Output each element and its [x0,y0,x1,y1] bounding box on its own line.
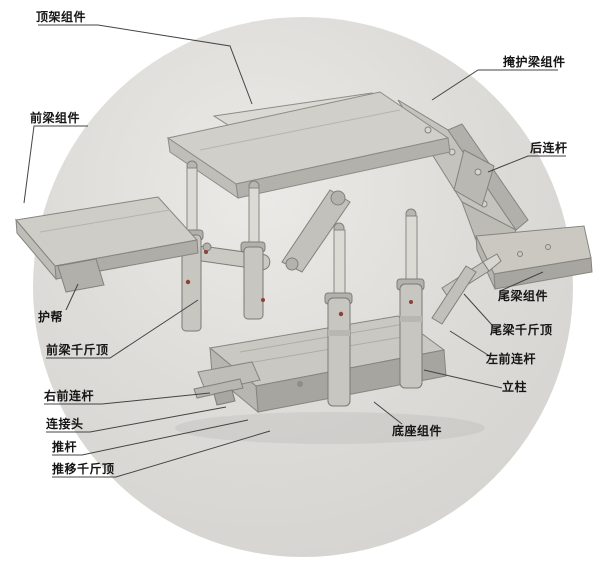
leader-front-beam-jack [46,299,199,359]
leader-front-beam [23,125,88,204]
label-push-rod: 推杆 [52,440,78,454]
leader-push-rod [52,419,249,456]
leader-tail-beam-jack [463,293,493,326]
leader-column [423,369,503,389]
label-tail-beam: 尾梁组件 [498,289,549,303]
accent-marks [185,250,413,317]
left-front-link-part [431,265,477,325]
leader-shield-beam [431,69,558,101]
label-front-beam: 前梁组件 [30,111,81,125]
front-beam-part [15,196,199,293]
leader-push-jack [52,430,271,478]
label-rear-link: 后连杆 [530,141,568,155]
diagonal-arm-part [281,189,351,273]
label-front-beam-jack: 前梁千斤顶 [46,343,109,357]
label-guard: 护帮 [38,310,64,324]
leader-right-front-link [44,392,211,405]
label-connector: 连接头 [46,417,84,431]
label-base: 底座组件 [392,424,443,438]
leader-connector [46,406,227,433]
label-column: 立柱 [502,380,528,394]
guard-part [57,258,105,293]
base-part [193,315,447,414]
top-frame-part [166,91,451,200]
leader-rear-link [487,155,566,173]
label-tail-beam-jack: 尾梁千斤顶 [490,323,553,337]
label-left-front-link: 左前连杆 [486,352,537,366]
leader-tail-beam [499,271,544,292]
rear-link-part [453,149,495,207]
label-push-jack: 推移千斤顶 [52,462,115,476]
leader-base [373,401,403,425]
column-rear-right-part [396,208,425,389]
label-shield-beam: 掩护梁组件 [503,55,566,69]
column-front-right-part [240,180,266,320]
leader-left-front-link [449,330,489,356]
connector-part [213,389,236,406]
leader-top-frame [38,24,253,105]
leader-guard [65,283,79,311]
label-top-frame: 顶架组件 [36,10,87,24]
column-rear-center-part [324,222,353,407]
label-right-front-link: 右前连杆 [44,389,95,403]
